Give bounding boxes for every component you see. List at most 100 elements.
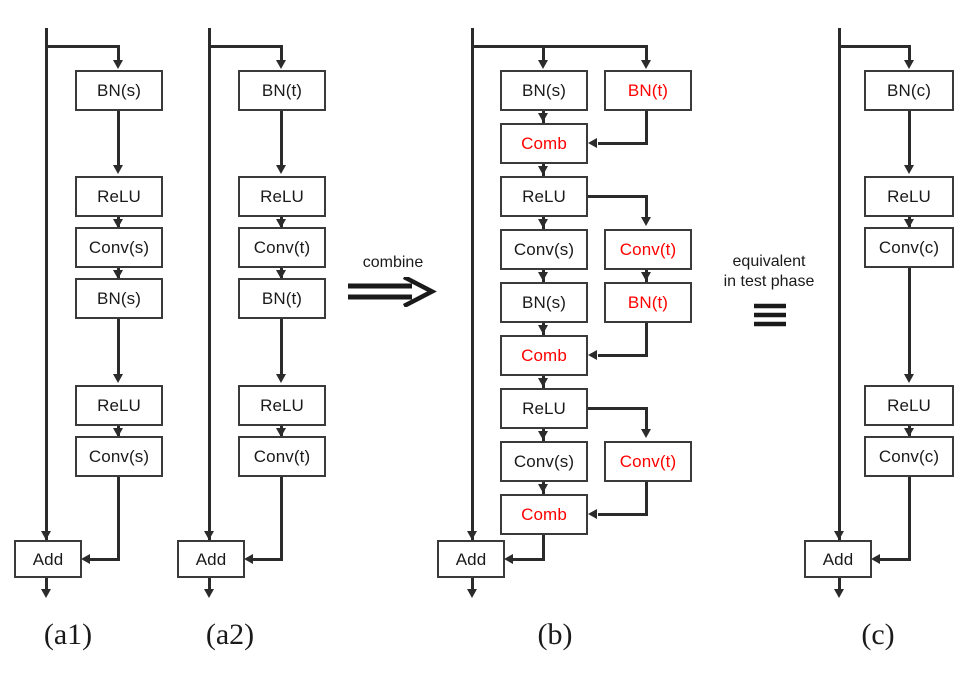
b-arrowhead-comb1-right: [588, 138, 597, 148]
b-node-conv1s: Conv(s): [500, 229, 588, 270]
b-node-comb2: Comb: [500, 335, 588, 376]
a2-node-add: Add: [177, 540, 245, 578]
a2-edge-bn1-relu1: [280, 111, 283, 168]
b-arrowhead-conv2s: [538, 431, 548, 440]
b-edge-relu1-conv1t-h: [586, 195, 648, 198]
a1-branch-down: [117, 45, 120, 63]
b-arrowhead-relu2: [538, 378, 548, 387]
a2-node-relu2: ReLU: [238, 385, 326, 426]
b-node-conv2s: Conv(s): [500, 441, 588, 482]
a1-arrowhead-conv2: [113, 428, 123, 437]
a1-add-arrowhead: [81, 554, 90, 564]
b-node-relu2: ReLU: [500, 388, 588, 429]
b-edge-relu2-conv2t-v: [645, 407, 648, 431]
c-arrowhead-conv2: [904, 428, 914, 437]
a1-edge-conv2-add-h: [90, 558, 120, 561]
a1-branch-hline: [45, 45, 120, 48]
a1-node-relu1: ReLU: [75, 176, 163, 217]
b-output-line: [471, 578, 474, 592]
b-node-bn1t: BN(t): [604, 70, 692, 111]
b-edge-bn1t-comb1-h: [598, 142, 648, 145]
caption-b: (b): [537, 618, 573, 651]
c-edge-conv2-add-v: [908, 477, 911, 560]
c-node-conv2: Conv(c): [864, 436, 954, 477]
b-arrowhead-comb2-top: [538, 325, 548, 334]
a1-arrowhead-bn2: [113, 270, 123, 279]
c-edge-conv1-relu2: [908, 268, 911, 378]
a2-node-bn1: BN(t): [238, 70, 326, 111]
double-right-arrow-icon: [348, 277, 437, 307]
b-branch-down-s: [542, 45, 545, 63]
c-edge-conv2-add-h: [880, 558, 911, 561]
a2-branch-arrowhead: [276, 60, 286, 69]
b-edge-relu2-conv2t-h: [586, 407, 648, 410]
b-arrowhead-comb3-top: [538, 484, 548, 493]
a1-edge-bn1-relu1: [117, 111, 120, 168]
c-output-arrowhead: [834, 589, 844, 598]
b-node-add: Add: [437, 540, 505, 578]
a2-arrowhead-conv1: [276, 219, 286, 228]
c-skip-spine: [838, 28, 841, 540]
c-branch-down: [908, 45, 911, 63]
a1-skip-spine: [45, 28, 48, 540]
b-node-bn1s: BN(s): [500, 70, 588, 111]
b-edge-bn2t-comb2-h: [598, 354, 648, 357]
a2-skip-spine: [208, 28, 211, 540]
a1-branch-arrowhead: [113, 60, 123, 69]
annotation-equivalent-line2: in test phase: [723, 273, 815, 290]
a2-node-relu1: ReLU: [238, 176, 326, 217]
a2-skip-arrowhead: [204, 531, 214, 540]
b-arrowhead-comb1-top: [538, 113, 548, 122]
a2-branch-down: [280, 45, 283, 63]
c-arrowhead-relu2: [904, 374, 914, 383]
b-node-conv1t: Conv(t): [604, 229, 692, 270]
b-branch-hline: [471, 45, 648, 48]
a2-output-line: [208, 578, 211, 592]
a2-arrowhead-conv2: [276, 428, 286, 437]
c-arrowhead-conv1: [904, 219, 914, 228]
b-node-conv2t: Conv(t): [604, 441, 692, 482]
b-edge-bn1t-comb1-v: [645, 111, 648, 144]
b-node-comb3: Comb: [500, 494, 588, 535]
a1-skip-arrowhead: [41, 531, 51, 540]
b-node-comb1: Comb: [500, 123, 588, 164]
a2-edge-bn2-relu2: [280, 319, 283, 377]
a2-arrowhead-relu2: [276, 374, 286, 383]
c-node-relu2: ReLU: [864, 385, 954, 426]
a2-node-conv2: Conv(t): [238, 436, 326, 477]
b-branch-down-t: [645, 45, 648, 63]
c-skip-arrowhead: [834, 531, 844, 540]
b-node-bn2s: BN(s): [500, 282, 588, 323]
b-arrowhead-conv2t: [641, 429, 651, 438]
a1-arrowhead-relu1: [113, 165, 123, 174]
b-edge-conv2t-comb3-v: [645, 482, 648, 515]
c-arrowhead-relu1: [904, 165, 914, 174]
a2-node-bn2: BN(t): [238, 278, 326, 319]
a2-output-arrowhead: [204, 589, 214, 598]
a1-arrowhead-relu2: [113, 374, 123, 383]
c-add-arrowhead: [871, 554, 880, 564]
c-branch-arrowhead: [904, 60, 914, 69]
a1-edge-conv2-add-v: [117, 477, 120, 560]
b-edge-bn2t-comb2-v: [645, 323, 648, 356]
a2-edge-conv2-add-h: [253, 558, 283, 561]
b-add-arrowhead: [504, 554, 513, 564]
b-arrowhead-conv1t: [641, 217, 651, 226]
b-node-relu1: ReLU: [500, 176, 588, 217]
c-node-add: Add: [804, 540, 872, 578]
b-arrowhead-bn2t: [641, 272, 651, 281]
b-skip-spine: [471, 28, 474, 540]
b-skip-arrowhead: [467, 531, 477, 540]
b-branch-arrowhead-s: [538, 60, 548, 69]
caption-c: (c): [861, 618, 895, 651]
a1-node-relu2: ReLU: [75, 385, 163, 426]
a1-output-arrowhead: [41, 589, 51, 598]
a2-node-conv1: Conv(t): [238, 227, 326, 268]
a2-add-arrowhead: [244, 554, 253, 564]
c-edge-bn1-relu1: [908, 111, 911, 168]
b-edge-comb3-add-h: [513, 558, 545, 561]
a1-node-conv2: Conv(s): [75, 436, 163, 477]
caption-a1: (a1): [43, 618, 93, 651]
c-node-conv1: Conv(c): [864, 227, 954, 268]
